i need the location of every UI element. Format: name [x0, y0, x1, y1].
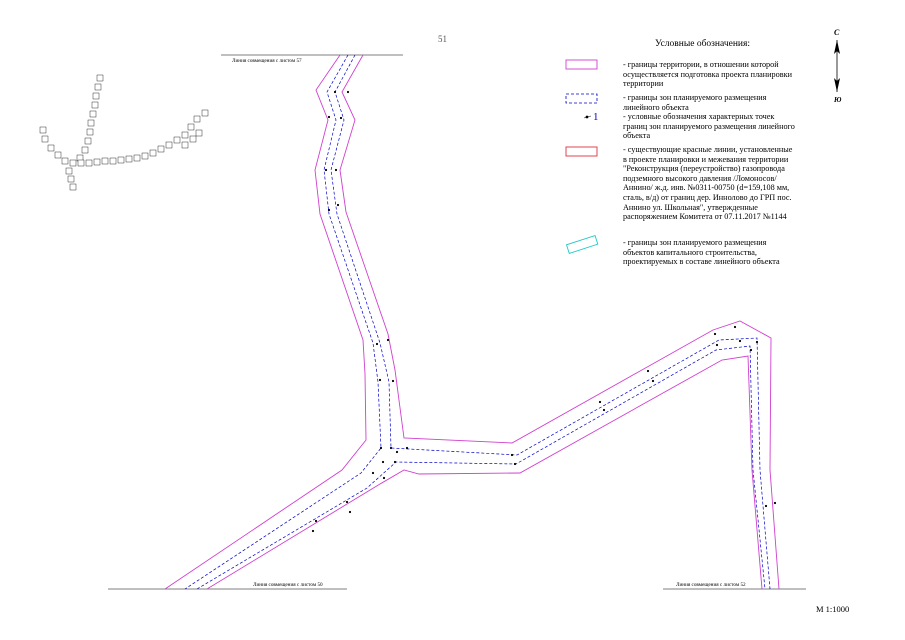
north-arrow-icon	[834, 40, 840, 92]
territory-boundary	[164, 54, 780, 590]
sheet-number: 51	[438, 34, 447, 44]
legend-symbol-capital-objects	[565, 234, 599, 254]
characteristic-points	[311, 90, 777, 533]
overview-key-map	[39, 74, 209, 191]
legend-symbol-red-lines	[565, 146, 598, 157]
legend-title: Условные обозначения:	[655, 39, 751, 49]
planned-zone-boundary	[184, 54, 771, 590]
legend-item-red-lines: - существующие красные линии, установлен…	[623, 145, 793, 222]
legend-item-capital-objects: - границы зон планируемого размещения об…	[623, 238, 780, 267]
match-line-bottom-left-label: Линия совмещения с листом 50	[253, 582, 323, 588]
legend-symbol-point-icon	[583, 115, 592, 119]
legend-point-number: 1	[593, 111, 599, 123]
north-arrow-top-letter: С	[834, 28, 840, 37]
legend-item-territory: - границы территории, в отношении которо…	[623, 60, 792, 89]
legend-item-points: - условные обозначения характерных точек…	[623, 112, 795, 141]
legend-symbol-zone	[565, 93, 598, 104]
legend-item-zone: - границы зон планируемого размещения ли…	[623, 93, 767, 112]
match-line-top-label: Линия совмещения с листом 57	[232, 58, 302, 64]
legend-symbol-territory	[565, 59, 598, 70]
north-arrow-bottom-letter: Ю	[834, 96, 842, 104]
match-line-bottom-right-label: Линия совмещения с листом 52	[676, 582, 746, 588]
scale-label: М 1:1000	[816, 604, 850, 614]
